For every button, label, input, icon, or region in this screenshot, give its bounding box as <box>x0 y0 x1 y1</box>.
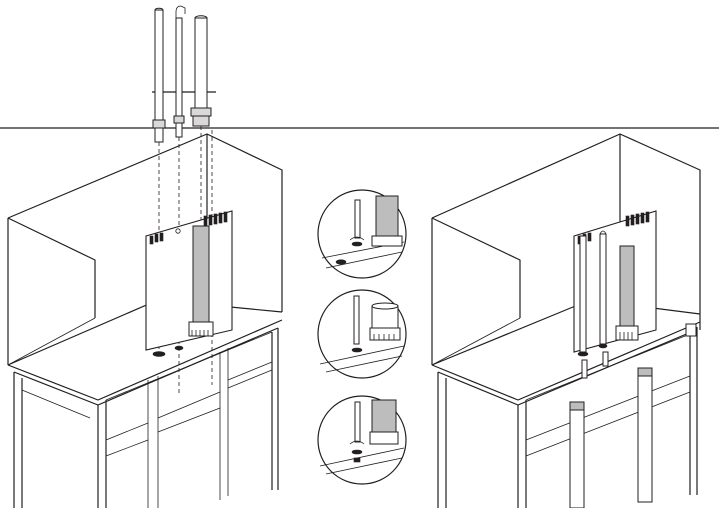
drain-pipe <box>190 15 212 127</box>
right-cabinet <box>431 321 701 508</box>
strainer-slots <box>191 330 209 336</box>
detail-step-3 <box>317 395 407 485</box>
right-overflow-box <box>573 210 657 357</box>
left-overflow-box <box>145 210 233 357</box>
detail-step-2 <box>317 289 407 379</box>
right-strainer-slots <box>619 332 633 340</box>
exploded-pipes <box>152 5 212 143</box>
return-pipe-2 <box>173 5 186 138</box>
right-aquarium-tank <box>431 133 701 366</box>
left-aquarium-tank <box>7 133 283 366</box>
return-pipe-1 <box>152 7 166 143</box>
step-2-strainer <box>373 334 395 340</box>
left-cabinet <box>7 319 283 508</box>
detail-step-1 <box>317 189 407 279</box>
